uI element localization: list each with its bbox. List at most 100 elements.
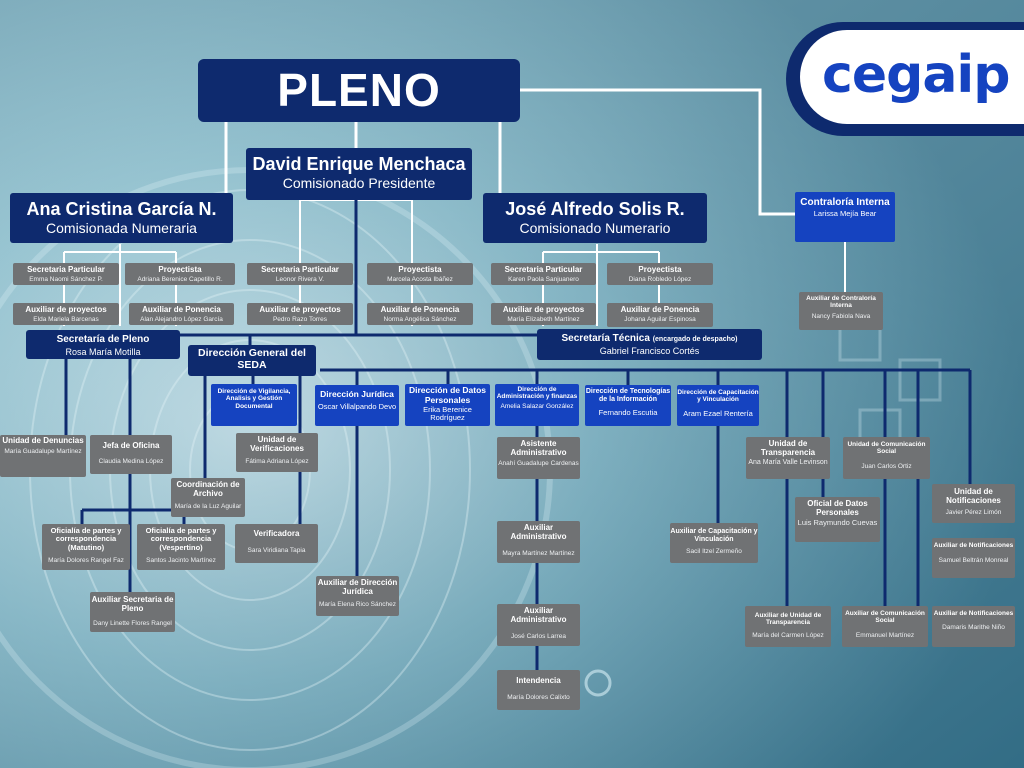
- node-title: Coordinación de Archivo: [176, 480, 240, 498]
- node-auxiliar-administrativo-2: Auxiliar Administrativo José Carlos Larr…: [497, 604, 580, 646]
- node-subtitle: Alan Alejandro López García: [140, 315, 223, 323]
- node-auxiliar-administrativo-1: Auxiliar Administrativo Mayra Martínez M…: [497, 521, 580, 563]
- node-aux-secretaria-pleno: Auxiliar Secretaria de Pleno Dany Linett…: [90, 592, 175, 632]
- node-david-aux-proyectos: Auxiliar de proyectos Pedro Razo Torres: [247, 303, 353, 325]
- node-unidad-transparencia: Unidad de Transparencia Ana María Valle …: [746, 437, 830, 479]
- node-subtitle: Anahí Guadalupe Cardenas: [498, 459, 579, 467]
- node-subtitle: Emmanuel Martínez: [855, 631, 915, 639]
- node-title: Auxiliar de proyectos: [259, 305, 341, 314]
- node-title: Auxiliar Administrativo: [510, 606, 567, 624]
- node-subtitle: José Carlos Larrea: [511, 632, 566, 640]
- node-verificadora: Verificadora Sara Viridiana Tapia: [235, 524, 318, 563]
- node-title: Jefa de Oficina: [102, 441, 160, 450]
- node-title: Auxiliar de Notificaciones: [933, 542, 1014, 549]
- node-jose-aux-proyectos: Auxiliar de proyectos María Elizabeth Ma…: [491, 303, 596, 325]
- node-subtitle: Amelia Salazar González: [500, 402, 574, 410]
- node-direccion-administracion: Dirección de Administración y finanzas A…: [495, 384, 579, 426]
- node-subtitle: Leonor Rivera V.: [275, 275, 325, 283]
- node-direccion-capacitacion: Dirección de Capacitación y Vinculación …: [677, 385, 759, 426]
- node-direccion-juridica: Dirección Jurídica Oscar Villalpando Dev…: [315, 385, 399, 426]
- node-title: Dirección de Vigilancia, Analisis y Gest…: [217, 388, 291, 410]
- node-subtitle: Diana Robledo López: [628, 275, 692, 283]
- node-title: Unidad de Comunicación Social: [847, 441, 926, 456]
- node-title: Dirección de Capacitación y Vinculación: [677, 389, 759, 404]
- node-subtitle: Norma Angélica Sánchez: [383, 315, 457, 323]
- node-title: Ana Cristina García N.: [26, 199, 217, 219]
- node-subtitle: María Dolores Rangel Faz: [48, 557, 124, 565]
- node-title: Secretaría Técnica (encargado de despach…: [537, 333, 762, 344]
- node-jose-proyectista: Proyectista Diana Robledo López: [607, 263, 713, 285]
- node-title: Secretaria Particular: [261, 265, 339, 274]
- node-subtitle: Comisionada Numeraria: [46, 220, 197, 237]
- node-direccion-vigilancia: Dirección de Vigilancia, Analisis y Gest…: [211, 384, 297, 426]
- pleno-box: PLENO: [198, 59, 520, 122]
- node-title: Auxiliar de proyectos: [502, 305, 585, 314]
- node-jose-aux-ponencia: Auxiliar de Ponencia Johana Aguilar Espi…: [607, 303, 713, 327]
- node-ana-aux-ponencia: Auxiliar de Ponencia Alan Alejandro Lópe…: [129, 303, 234, 325]
- node-title: Auxiliar de Ponencia: [142, 305, 221, 314]
- node-title: José Alfredo Solis R.: [505, 199, 685, 219]
- node-title-main: Secretaría Técnica: [561, 333, 650, 344]
- node-subtitle: María Dolores Calixto: [507, 693, 570, 701]
- node-title: Auxiliar de Dirección Jurídica: [317, 578, 398, 596]
- node-subtitle: Sacil Itzel Zermeño: [686, 547, 742, 555]
- node-title: Auxiliar de proyectos: [25, 305, 107, 314]
- node-title: Proyectista: [638, 265, 682, 274]
- node-coordinacion-archivo: Coordinación de Archivo María de la Luz …: [171, 478, 245, 517]
- node-title: Auxiliar de Comunicación Social: [845, 610, 925, 625]
- node-title: Oficialía de partes y correspondencia (V…: [145, 526, 217, 552]
- node-subtitle: Pedro Razo Torres: [272, 315, 328, 323]
- node-secretaria-pleno: Secretaría de Pleno Rosa María Motilla: [26, 330, 180, 359]
- node-subtitle: María del Carmen López: [752, 631, 824, 639]
- node-subtitle: Juan Carlos Ortiz: [861, 462, 912, 470]
- node-title: Auxiliar de Ponencia: [620, 305, 700, 314]
- logo-panel: [800, 30, 1024, 124]
- node-oficialia-matutino: Oficialía de partes y correspondencia (M…: [42, 524, 130, 570]
- node-title: Unidad de Notificaciones: [946, 487, 1001, 505]
- node-aux-transparencia: Auxiliar de Unidad de Transparencia Marí…: [745, 606, 831, 647]
- node-subtitle: Karen Paola Sanjuanero: [508, 275, 579, 283]
- node-title: Unidad de Denuncias: [2, 436, 84, 445]
- node-aux-contraloria: Auxiliar de Contraloría Interna Nancy Fa…: [799, 292, 883, 330]
- node-subtitle: Mayra Martínez Martínez: [502, 549, 575, 557]
- node-subtitle: Ana María Valle Levinson: [748, 458, 828, 466]
- node-subtitle: Fernando Escutia: [598, 407, 658, 417]
- node-subtitle: Johana Aguilar Espinosa: [624, 315, 696, 323]
- node-title: Secretaria Particular: [504, 265, 583, 274]
- node-direccion-datos: Dirección de Datos Personales Erika Bere…: [405, 384, 490, 426]
- node-subtitle: Sara Viridiana Tapia: [247, 546, 306, 554]
- node-jefa-oficina: Jefa de Oficina Claudia Medina López: [90, 435, 172, 474]
- node-oficial-datos: Oficial de Datos Personales Luis Raymund…: [795, 497, 880, 542]
- node-title: Auxiliar de Notificaciones: [933, 610, 1014, 617]
- node-subtitle: Claudia Medina López: [98, 457, 164, 465]
- node-subtitle: María Elizabeth Martínez: [507, 315, 580, 323]
- node-title-suffix: (encargado de despacho): [652, 336, 738, 343]
- node-subtitle: Nancy Fabiola Nava: [811, 312, 871, 320]
- node-comisionada: Ana Cristina García N. Comisionada Numer…: [10, 193, 233, 243]
- node-unidad-denuncias: Unidad de Denuncias María Guadalupe Mart…: [0, 435, 86, 477]
- node-title: Proyectista: [158, 265, 202, 274]
- node-david-proyectista: Proyectista Marcela Acosta Ibáñez: [367, 263, 473, 285]
- node-title: Auxiliar de Ponencia: [380, 305, 460, 314]
- node-secretaria-tecnica: Secretaría Técnica (encargado de despach…: [537, 329, 762, 360]
- node-title: Verificadora: [253, 529, 300, 538]
- node-ana-proyectista: Proyectista Adriana Berenice Capetillo R…: [125, 263, 235, 285]
- node-title: Dirección de Datos Personales: [409, 385, 486, 405]
- cegaip-logo: cegaip: [822, 45, 1010, 105]
- node-subtitle: Comisionado Presidente: [282, 175, 436, 192]
- node-title: Auxiliar de Unidad de Transparencia: [754, 612, 822, 627]
- node-unidad-verificaciones: Unidad de Verificaciones Fátima Adriana …: [236, 433, 318, 472]
- node-subtitle: Erika Berenice Rodríguez: [423, 405, 472, 423]
- node-title: Unidad de Verificaciones: [250, 435, 304, 453]
- node-title: Oficial de Datos Personales: [807, 499, 868, 517]
- node-title: Dirección General del SEDA: [198, 347, 306, 371]
- node-subtitle: María de la Luz Aguilar: [174, 502, 242, 510]
- node-subtitle: Samuel Beltrán Monreal: [938, 557, 1009, 565]
- node-title: Auxiliar de Contraloría Interna: [806, 295, 876, 310]
- node-subtitle: Larissa Mejía Bear: [813, 209, 877, 219]
- node-title: Oficialía de partes y correspondencia (M…: [50, 526, 122, 552]
- node-subtitle: Emma Naomi Sánchez P.: [29, 275, 103, 283]
- node-subtitle: Gabriel Francisco Cortés: [599, 346, 700, 357]
- node-title: Intendencia: [516, 676, 561, 685]
- node-unidad-notificaciones: Unidad de Notificaciones Javier Pérez Li…: [932, 484, 1015, 523]
